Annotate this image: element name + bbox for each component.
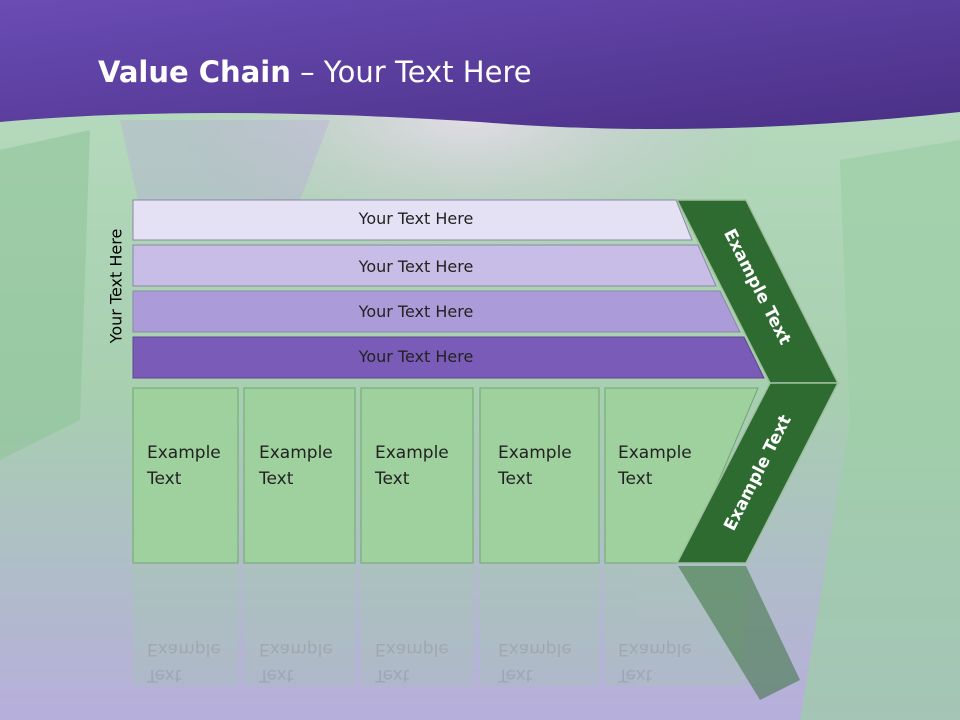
box-2 (243, 387, 356, 564)
box-label-2-line1: Example (259, 443, 333, 463)
page-title: Value Chain – Your Text Here (98, 55, 532, 89)
box-label-3-line1: Example (375, 443, 449, 463)
chevron-bottom (675, 382, 840, 564)
box-label-1: Example Text (147, 440, 221, 492)
title-rest: – Your Text Here (290, 55, 532, 89)
bar-2 (132, 244, 717, 287)
box-label-5-line1: Example (618, 443, 692, 463)
box-label-1-line2: Text (147, 469, 182, 489)
box-label-3: Example Text (375, 440, 449, 492)
box-4 (479, 387, 600, 564)
bar-label-4: Your Text Here (358, 347, 474, 366)
box-label-4-line2: Text (498, 469, 533, 489)
box-label-2-line2: Text (259, 469, 294, 489)
bar-4 (132, 336, 765, 379)
box-1 (132, 387, 239, 564)
header-banner (0, 0, 960, 130)
bar-1 (132, 199, 693, 241)
bar-label-3: Your Text Here (358, 302, 474, 321)
box-label-4-line1: Example (498, 443, 572, 463)
chevron-reflection (678, 566, 800, 700)
bar-label-2: Your Text Here (358, 257, 474, 276)
box-label-4: Example Text (498, 440, 572, 492)
title-bold: Value Chain (98, 55, 291, 89)
bar-3 (132, 290, 741, 333)
box-label-5-line2: Text (618, 469, 653, 489)
box-label-2: Example Text (259, 440, 333, 492)
box-3 (360, 387, 474, 564)
bar-label-1: Your Text Here (358, 209, 474, 228)
box-label-3-line2: Text (375, 469, 410, 489)
box-label-1-line1: Example (147, 443, 221, 463)
box-label-5: Example Text (618, 440, 692, 492)
